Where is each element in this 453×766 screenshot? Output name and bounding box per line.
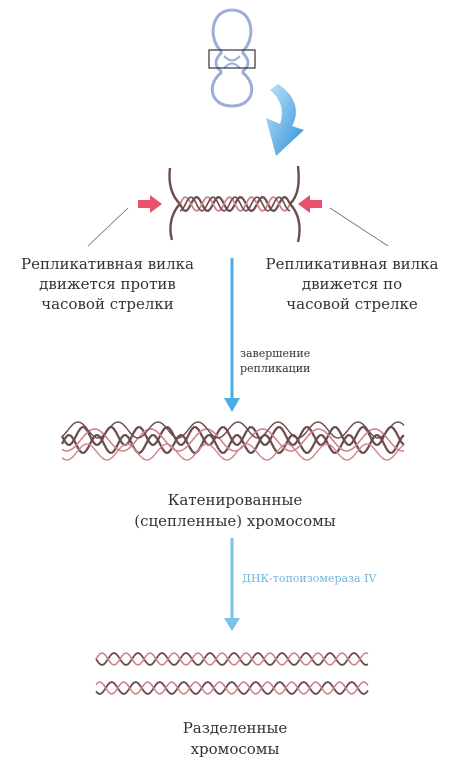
- catenated-strand: [61, 434, 405, 454]
- enzyme-label: ДНК-топоизомераза IV: [242, 572, 402, 585]
- step1-label-line1: завершение: [240, 347, 311, 360]
- right-fork-arrow: [298, 195, 322, 213]
- circular-chromosome: [208, 8, 256, 108]
- left-fork-label-line2: движется против: [39, 275, 176, 293]
- replication-region: [168, 165, 301, 243]
- catenated-label-line1: Катенированные: [167, 491, 303, 509]
- left-fork-label-line1: Репликативная вилка: [20, 255, 194, 273]
- catenated-label-line2: (сцепленные) хромосомы: [134, 512, 336, 530]
- right-fork-label-line2: движется по: [301, 275, 403, 293]
- fork-arm: [289, 165, 300, 205]
- fork-strand: [179, 196, 291, 212]
- catenated-label: Катенированные (сцепленные) хромосомы: [130, 490, 340, 532]
- step1-label-line2: репликации: [240, 362, 311, 375]
- separated-label-line1: Разделенные: [182, 719, 288, 737]
- fork-arm: [289, 203, 301, 243]
- catenated-strand: [61, 443, 405, 461]
- left-fork-pointer: [87, 207, 129, 247]
- left-fork-label-line3: часовой стрелки: [41, 295, 174, 313]
- separated-strand: [95, 652, 369, 666]
- separated-chromosome-bottom: [95, 681, 369, 695]
- right-fork-label-line3: часовой стрелке: [286, 295, 418, 313]
- fork-strand: [179, 196, 291, 212]
- enzyme-label-text: ДНК-топоизомераза IV: [242, 572, 377, 585]
- fork-arm: [169, 203, 181, 241]
- separated-strand: [95, 681, 369, 695]
- separated-strand: [95, 681, 369, 695]
- separated-strand: [95, 652, 369, 666]
- catenated-strand: [61, 421, 405, 439]
- step1-label: завершение репликации: [240, 346, 330, 376]
- catenated-strand: [61, 426, 405, 446]
- left-fork-arrow: [138, 195, 162, 213]
- fork-arm: [168, 167, 181, 205]
- right-fork-label: Репликативная вилка движется по часовой …: [252, 254, 452, 314]
- zoom-arrow: [266, 84, 304, 156]
- flow-arrow-1-head: [224, 398, 240, 412]
- separated-chromosome-top: [95, 652, 369, 666]
- flow-arrow-2-head: [224, 618, 240, 631]
- right-fork-label-line1: Репликативная вилка: [265, 255, 439, 273]
- zoom-box: [208, 49, 256, 69]
- catenated-chromosomes: [61, 421, 405, 461]
- right-fork-pointer: [329, 207, 389, 247]
- separated-label-line2: хромосомы: [190, 740, 280, 758]
- separated-label: Разделенные хромосомы: [150, 718, 320, 760]
- left-fork-label: Репликативная вилка движется против часо…: [0, 254, 215, 314]
